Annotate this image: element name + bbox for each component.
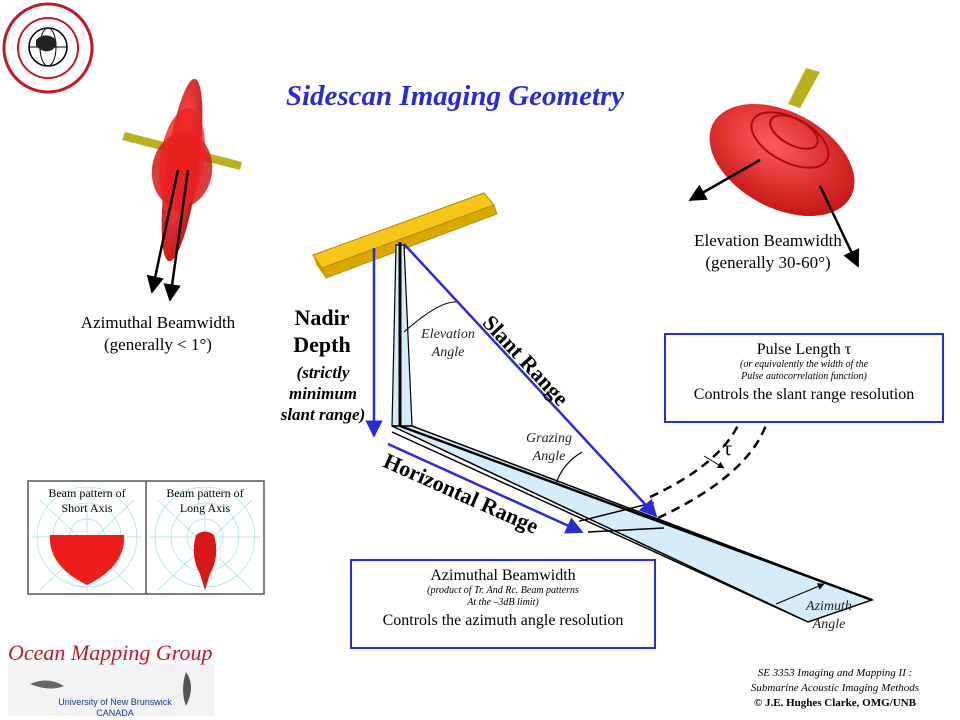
azimuthal-box-sub2: At the –3dB limit) — [467, 597, 539, 608]
azimuthal-box-sub1: (product of Tr. And Rc. Beam patterns — [427, 585, 579, 596]
beam-pattern-panels — [27, 480, 265, 595]
elevation-beamwidth-line2: (generally 30-60°) — [705, 253, 831, 272]
nadir-line1: Nadir — [294, 305, 350, 330]
short-axis-line1: Beam pattern of — [48, 486, 126, 500]
pulse-length-box: Pulse Length τ (or equivalently the widt… — [664, 333, 944, 423]
long-axis-caption: Beam pattern of Long Axis — [147, 486, 263, 516]
azimuth-angle-line2: Angle — [812, 617, 846, 632]
azimuthal-beamwidth-label: Azimuthal Beamwidth (generally < 1°) — [58, 312, 258, 356]
ocean-mapping-logo-graphic — [8, 664, 214, 716]
short-axis-caption: Beam pattern of Short Axis — [29, 486, 145, 516]
azimuthal-beamwidth-line1: Azimuthal Beamwidth — [80, 313, 236, 332]
elevation-angle-line2: Angle — [431, 345, 465, 360]
grazing-angle-line1: Grazing — [526, 431, 572, 446]
elevation-beamwidth-label: Elevation Beamwidth (generally 30-60°) — [668, 230, 868, 274]
unb-caption: University of New Brunswick CANADA — [50, 697, 180, 719]
page-title: Sidescan Imaging Geometry — [285, 80, 625, 112]
tau-symbol: τ — [722, 438, 733, 460]
slant-range-arrow — [403, 243, 658, 518]
pulse-length-heading: Pulse Length τ — [756, 341, 852, 358]
elevation-beamwidth-line1: Elevation Beamwidth — [694, 231, 842, 250]
grazing-angle-line2: Angle — [532, 449, 566, 464]
elevation-angle-line1: Elevation — [421, 327, 475, 342]
course-line1: SE 3353 Imaging and Mapping II : — [757, 667, 913, 679]
elevation-angle-label: Elevation Angle — [408, 326, 488, 362]
pulse-length-sub1: (or equivalently the width of the — [739, 359, 869, 370]
nadir-sub3: slant range) — [280, 405, 366, 424]
unb-line2: CANADA — [96, 708, 134, 718]
course-credit: SE 3353 Imaging and Mapping II : Submari… — [720, 666, 950, 711]
azimuth-angle-line1: Azimuth — [806, 599, 852, 614]
azimuthal-beamwidth-box: Azimuthal Beamwidth (product of Tr. And … — [350, 559, 656, 649]
horizontal-range-arrow — [387, 442, 584, 534]
grazing-angle-label: Grazing Angle — [512, 430, 586, 466]
pulse-length-sub2: Pulse autocorrelation function) — [741, 371, 867, 382]
unb-line1: University of New Brunswick — [58, 697, 172, 707]
nadir-line2: Depth — [293, 332, 351, 357]
azimuthal-box-heading: Azimuthal Beamwidth — [430, 567, 576, 584]
ocean-mapping-group-title: Ocean Mapping Group — [8, 640, 213, 665]
nadir-sub1: (strictly — [296, 363, 350, 382]
course-line3: © J.E. Hughes Clarke, OMG/UNB — [754, 697, 916, 709]
nadir-sub2: minimum — [288, 384, 358, 403]
transducer-bar — [312, 192, 498, 279]
course-line2: Submarine Acoustic Imaging Methods — [750, 682, 920, 694]
long-axis-line2: Long Axis — [179, 501, 231, 515]
elevation-beam-figure — [688, 68, 860, 268]
azimuthal-beamwidth-line2: (generally < 1°) — [104, 335, 212, 354]
unb-logo — [2, 2, 94, 94]
long-axis-line1: Beam pattern of — [166, 486, 244, 500]
azimuthal-box-footer: Controls the azimuth angle resolution — [382, 612, 624, 629]
azimuth-angle-label: Azimuth Angle — [792, 598, 866, 634]
nadir-depth-label: Nadir Depth — [272, 304, 372, 358]
pulse-length-footer: Controls the slant range resolution — [693, 386, 915, 403]
azimuthal-beam-figure — [122, 78, 242, 302]
short-axis-line2: Short Axis — [61, 501, 113, 515]
nadir-depth-sublabel: (strictly minimum slant range) — [268, 362, 378, 425]
swath-geometry — [391, 242, 875, 623]
